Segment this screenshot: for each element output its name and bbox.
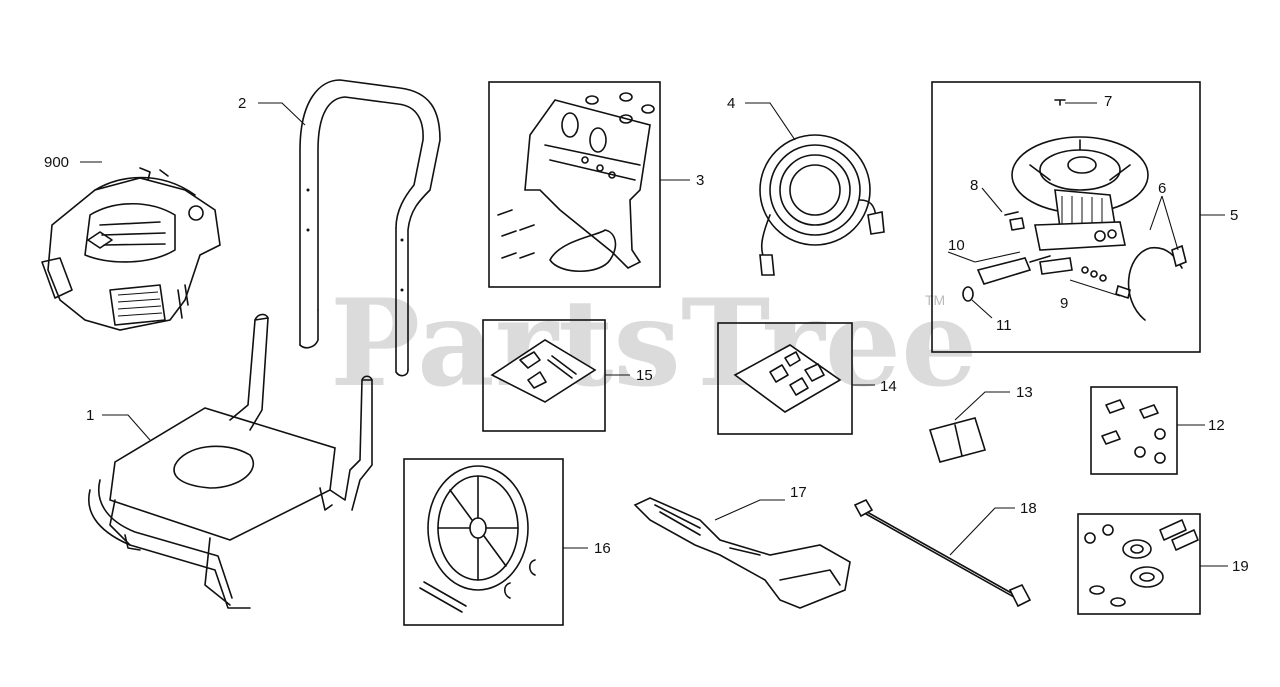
leader-13 xyxy=(954,391,1010,421)
box-part-5 xyxy=(931,81,1201,353)
wand-part-18[interactable] xyxy=(853,498,1032,608)
engine-part-900[interactable] xyxy=(41,167,221,331)
leader-18 xyxy=(949,507,1015,556)
callout-11[interactable]: 11 xyxy=(996,317,1012,334)
box-part-16 xyxy=(403,458,564,626)
pump-part-5[interactable] xyxy=(1009,99,1149,275)
callout-4[interactable]: 4 xyxy=(727,95,735,112)
callout-12[interactable]: 12 xyxy=(1208,417,1225,434)
leader-9 xyxy=(1069,279,1121,297)
fittings-part-9[interactable] xyxy=(1081,266,1131,300)
watermark-text: PartsTree xyxy=(330,273,977,414)
box-part-12 xyxy=(1090,386,1178,475)
nozzle-part-13[interactable] xyxy=(928,417,987,463)
wheel-hardware-part-19[interactable] xyxy=(1084,519,1199,607)
callout-15[interactable]: 15 xyxy=(636,367,653,384)
callout-1[interactable]: 1 xyxy=(86,407,94,424)
callout-3[interactable]: 3 xyxy=(696,172,704,189)
bolts-part-12[interactable] xyxy=(1101,399,1166,464)
box-part-3 xyxy=(488,81,661,288)
leader-10 xyxy=(947,251,1021,263)
leader-17 xyxy=(714,499,785,521)
oring-part-11[interactable] xyxy=(962,286,974,302)
callout-8[interactable]: 8 xyxy=(970,177,978,194)
callout-5[interactable]: 5 xyxy=(1230,207,1238,224)
box-part-19 xyxy=(1077,513,1201,615)
leader-6 xyxy=(1149,195,1179,251)
nozzle-bag-part-14[interactable] xyxy=(733,344,842,413)
callout-17[interactable]: 17 xyxy=(790,484,807,501)
watermark-trademark: TM xyxy=(925,292,945,308)
leader-4 xyxy=(745,102,796,141)
leader-2 xyxy=(258,102,306,126)
hose-part-6[interactable] xyxy=(1127,244,1187,321)
unloader-part-10[interactable] xyxy=(976,255,1051,285)
callout-18[interactable]: 18 xyxy=(1020,500,1037,517)
callout-6[interactable]: 6 xyxy=(1158,180,1166,197)
box-part-14 xyxy=(717,322,853,435)
bracket-part-3[interactable] xyxy=(497,92,655,272)
callout-14[interactable]: 14 xyxy=(880,378,897,395)
callout-900[interactable]: 900 xyxy=(44,154,69,171)
hardware-bag-part-15[interactable] xyxy=(490,339,597,403)
frame-part-1[interactable] xyxy=(88,313,373,609)
spray-gun-part-17[interactable] xyxy=(633,497,851,609)
callout-10[interactable]: 10 xyxy=(948,237,965,254)
callout-16[interactable]: 16 xyxy=(594,540,611,557)
valve-part-8[interactable] xyxy=(1004,211,1019,216)
leader-8 xyxy=(981,187,1003,213)
wheel-part-16[interactable] xyxy=(419,465,536,613)
callout-9[interactable]: 9 xyxy=(1060,295,1068,312)
leader-1 xyxy=(102,414,151,441)
callout-2[interactable]: 2 xyxy=(238,95,246,112)
handle-part-2[interactable] xyxy=(299,79,441,377)
callout-19[interactable]: 19 xyxy=(1232,558,1249,575)
callout-13[interactable]: 13 xyxy=(1016,384,1033,401)
hose-part-4[interactable] xyxy=(759,134,885,276)
callout-7[interactable]: 7 xyxy=(1104,93,1112,110)
leader-11 xyxy=(971,299,993,319)
